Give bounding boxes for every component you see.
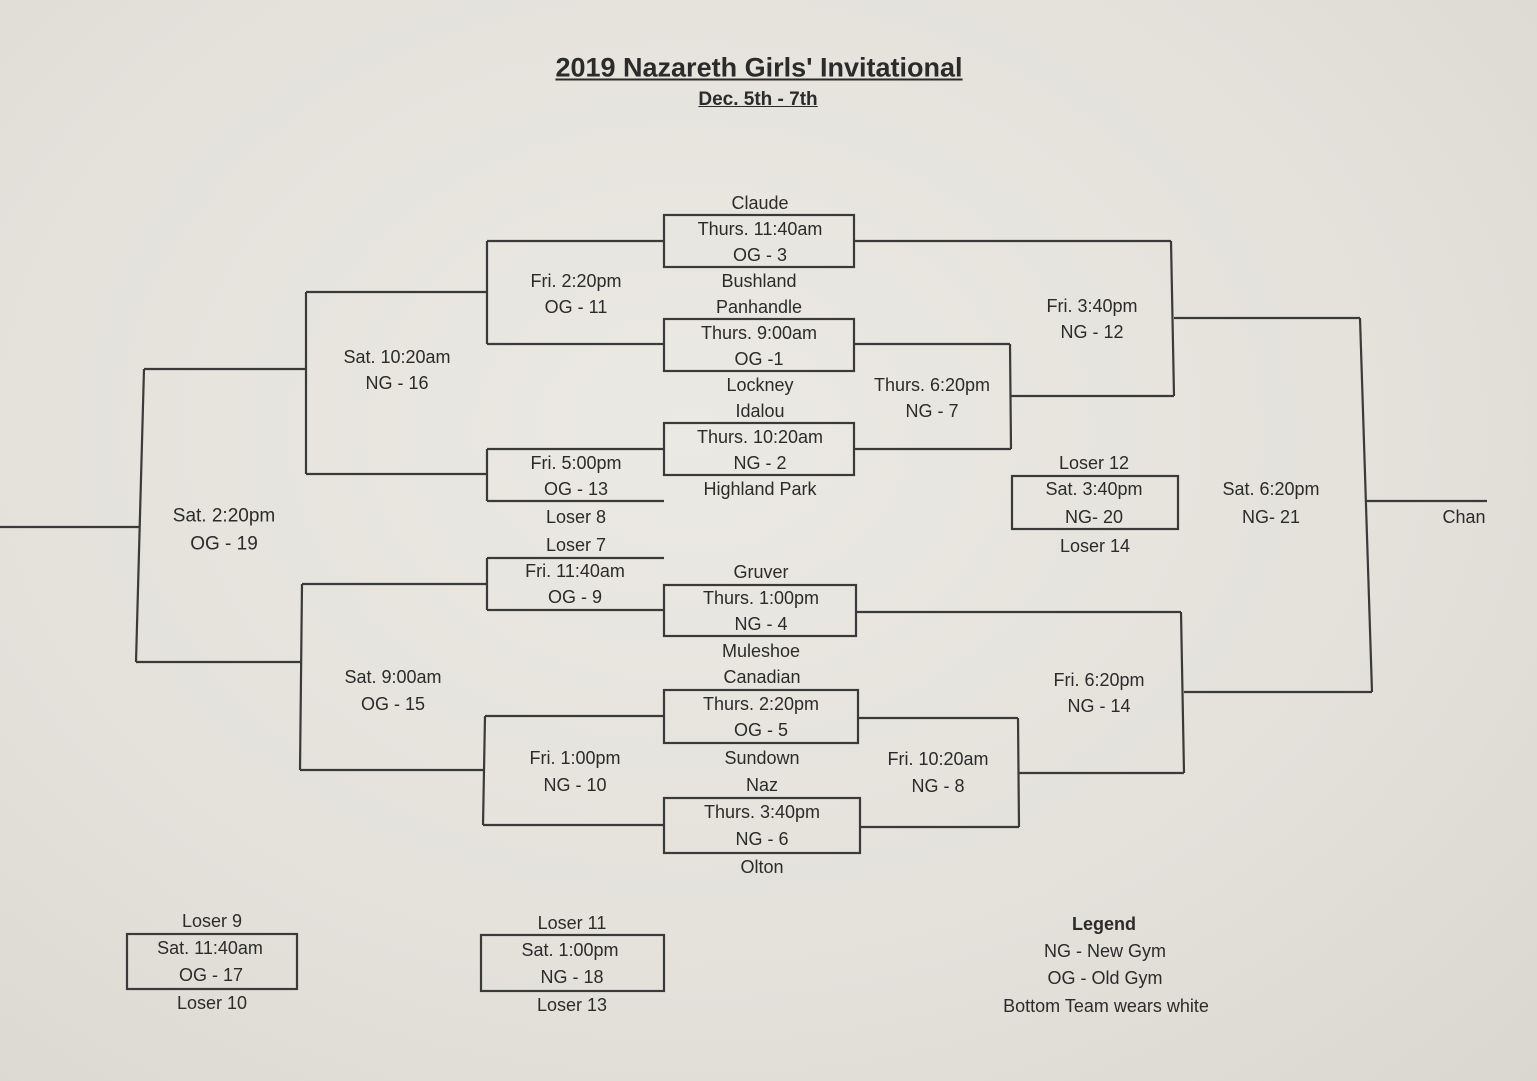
game-number: OG - 11 (544, 297, 608, 317)
team-name: Naz (745, 775, 779, 795)
legend-item: NG - New Gym (1043, 941, 1167, 961)
game-time: Thurs. 1:00pm (702, 588, 820, 608)
game-time: Sat. 11:40am (157, 938, 263, 958)
bracket-title: 2019 Nazareth Girls' Invitational (555, 52, 963, 83)
team-name: Claude (731, 193, 789, 213)
team-name: Idalou (735, 401, 785, 421)
legend-heading: Legend (1071, 914, 1137, 934)
team-name: Lockney (726, 375, 794, 395)
game-time: Fri. 2:20pm (530, 271, 622, 291)
game-time: Fri. 10:20am (887, 749, 989, 769)
game-number: OG - 19 (190, 533, 258, 555)
game-time: Thurs. 9:00am (700, 323, 818, 343)
legend-item: OG - Old Gym (1047, 968, 1163, 988)
game-number: NG- 20 (1064, 507, 1124, 527)
game-number: NG - 14 (1067, 696, 1131, 716)
game-box-ng20 (1010, 474, 1180, 531)
game-time: Thurs. 6:20pm (873, 375, 991, 395)
game-number: NG - 10 (543, 775, 607, 795)
game-number: OG - 15 (360, 694, 426, 714)
game-number: NG - 6 (735, 829, 789, 849)
team-name: Bushland (721, 271, 797, 291)
game-number: OG - 3 (732, 245, 788, 265)
game-number: OG - 5 (733, 720, 789, 740)
game-time: Fri. 6:20pm (1053, 670, 1145, 690)
game-time: Fri. 1:00pm (529, 748, 621, 768)
game-number: OG -1 (734, 349, 784, 369)
bracket-dates: Dec. 5th - 7th (698, 89, 818, 110)
team-name: Panhandle (715, 297, 803, 317)
game-time: Thurs. 2:20pm (702, 694, 820, 714)
game-number: OG - 9 (547, 587, 603, 607)
legend-item: Bottom Team wears white (1003, 996, 1209, 1016)
game-time: Fri. 3:40pm (1046, 296, 1138, 316)
game-time: Fri. 5:00pm (530, 453, 622, 473)
game-number: NG - 2 (733, 453, 787, 473)
loser-feed: Loser 7 (545, 535, 607, 555)
loser-feed: Loser 12 (1058, 453, 1130, 473)
champion-label: Chan (1442, 507, 1486, 527)
team-name: Sundown (724, 748, 800, 768)
loser-feed: Loser 10 (176, 993, 248, 1013)
game-time: Fri. 11:40am (525, 561, 625, 581)
game-number: NG - 12 (1060, 322, 1124, 342)
game-time: Thurs. 3:40pm (703, 802, 821, 822)
game-number: OG - 17 (178, 965, 244, 985)
team-name: Canadian (723, 667, 801, 687)
game-time: Sat. 1:00pm (521, 940, 619, 960)
loser-feed: Loser 13 (536, 995, 608, 1015)
team-name: Highland Park (703, 479, 817, 499)
game-box-ng18 (479, 933, 666, 993)
game-time: Sat. 6:20pm (1222, 479, 1320, 499)
game-number: NG - 8 (911, 776, 965, 796)
game-number: NG - 7 (905, 401, 959, 421)
game-number: NG- 21 (1241, 507, 1301, 527)
game-time: Thurs. 11:40am (697, 219, 823, 239)
team-name: Gruver (733, 562, 789, 582)
loser-feed: Loser 8 (545, 507, 607, 527)
loser-feed: Loser 9 (181, 911, 243, 931)
loser-feed: Loser 11 (537, 913, 607, 933)
loser-feed: Loser 14 (1059, 536, 1131, 556)
game-time: Sat. 10:20am (343, 347, 451, 367)
team-name: Muleshoe (721, 641, 801, 661)
game-number: OG - 13 (543, 479, 609, 499)
game-number: NG - 16 (365, 373, 429, 393)
team-name: Olton (740, 857, 784, 877)
game-time: Sat. 3:40pm (1045, 479, 1143, 499)
game-time: Sat. 9:00am (344, 667, 442, 687)
game-box-og17 (125, 932, 299, 991)
game-number: NG - 4 (734, 614, 788, 634)
game-time: Sat. 2:20pm (172, 505, 276, 527)
game-number: NG - 18 (540, 967, 604, 987)
game-time: Thurs. 10:20am (696, 427, 824, 447)
